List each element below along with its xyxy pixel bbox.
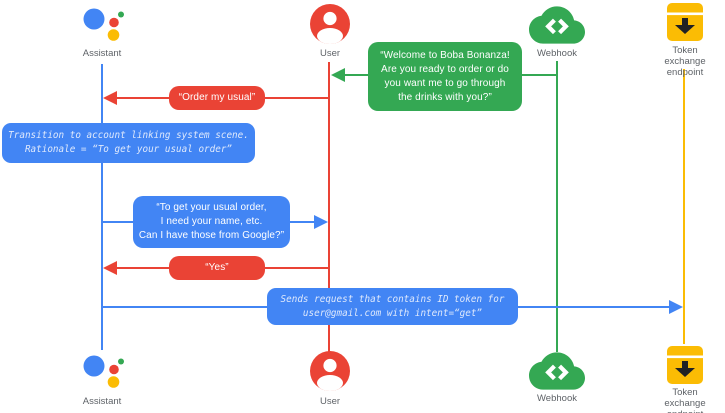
user-icon bbox=[310, 4, 350, 44]
ask-arrowhead-icon bbox=[314, 215, 328, 229]
webhook-label-bottom: Webhook bbox=[537, 393, 577, 404]
assistant-icon bbox=[79, 348, 125, 394]
yes-arrowhead-icon bbox=[103, 261, 117, 275]
webhook-icon bbox=[529, 352, 585, 390]
welcome-message-bubble: “Welcome to Boba Bonanza! Are you ready … bbox=[368, 42, 522, 111]
webhook-label-top: Webhook bbox=[537, 48, 577, 59]
assistant-label-top: Assistant bbox=[82, 48, 122, 59]
user-label-bottom: User bbox=[319, 396, 341, 407]
user-icon bbox=[310, 351, 350, 391]
yes-message-bubble: “Yes” bbox=[169, 256, 265, 280]
order-message-bubble: “Order my usual” bbox=[169, 86, 265, 110]
order-arrowhead-icon bbox=[103, 91, 117, 105]
token-endpoint-label-top: Token exchange endpoint bbox=[664, 45, 706, 78]
assistant-label-bottom: Assistant bbox=[82, 396, 122, 407]
webhook-icon bbox=[529, 6, 585, 44]
token-endpoint-label-bottom: Token exchange endpoint bbox=[664, 387, 706, 413]
welcome-arrowhead-icon bbox=[331, 68, 345, 82]
send-request-message-bubble: Sends request that contains ID token for… bbox=[267, 288, 518, 325]
webhook-lifeline bbox=[556, 61, 558, 352]
user-label-top: User bbox=[319, 48, 341, 59]
assistant-lifeline bbox=[101, 64, 103, 350]
token-endpoint-lifeline bbox=[683, 69, 685, 344]
assistant-icon bbox=[79, 1, 125, 47]
transition-note: Transition to account linking system sce… bbox=[2, 123, 255, 163]
token-endpoint-icon bbox=[666, 2, 704, 42]
send-request-arrowhead-icon bbox=[669, 300, 683, 314]
user-lifeline bbox=[328, 62, 330, 352]
ask-message-bubble: “To get your usual order, I need your na… bbox=[133, 196, 290, 248]
token-endpoint-icon bbox=[666, 345, 704, 385]
